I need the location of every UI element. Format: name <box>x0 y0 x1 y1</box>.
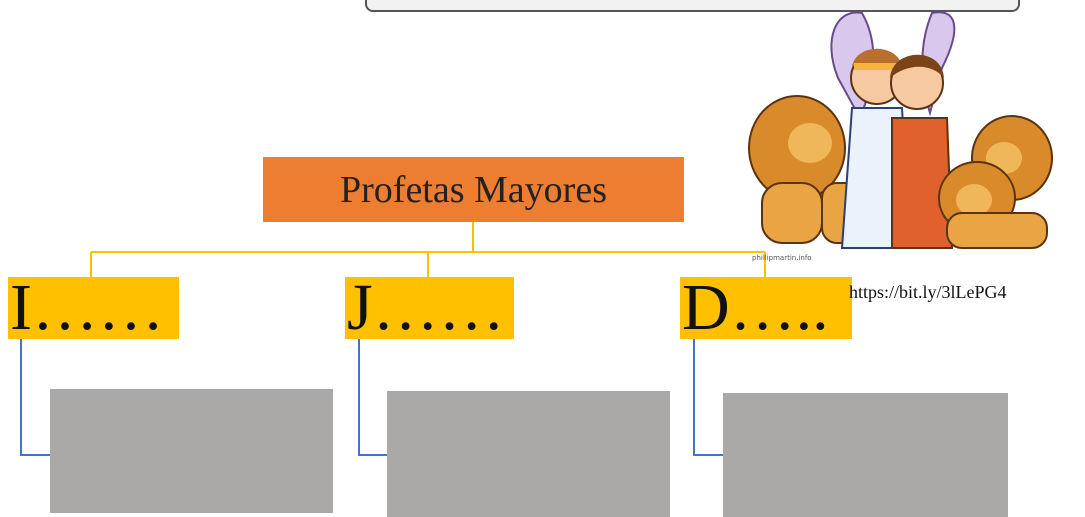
elbow-line-i <box>20 339 50 456</box>
empty-box-d <box>723 393 1008 517</box>
title-text: Profetas Mayores <box>340 168 607 211</box>
empty-box-j <box>387 391 670 517</box>
top-frame-bar <box>365 0 1020 12</box>
empty-box-i <box>50 389 333 513</box>
branch-box-d: D….. <box>680 275 852 341</box>
elbow-line-j <box>358 339 387 456</box>
illustration-watermark: phillipmartin.info <box>752 254 812 262</box>
branch-box-j: J…… <box>345 275 514 341</box>
title-box: Profetas Mayores <box>263 157 684 222</box>
branch-box-i: I…… <box>8 275 179 341</box>
branch-label-i: I…… <box>10 271 164 344</box>
elbow-line-d <box>693 339 723 456</box>
branch-label-d: D….. <box>682 271 829 344</box>
branch-label-j: J…… <box>347 271 505 344</box>
daniel-lions-illustration: phillipmartin.info <box>748 11 1053 262</box>
source-link[interactable]: https://bit.ly/3lLePG4 <box>849 282 1007 303</box>
source-link-text[interactable]: https://bit.ly/3lLePG4 <box>849 282 1007 302</box>
